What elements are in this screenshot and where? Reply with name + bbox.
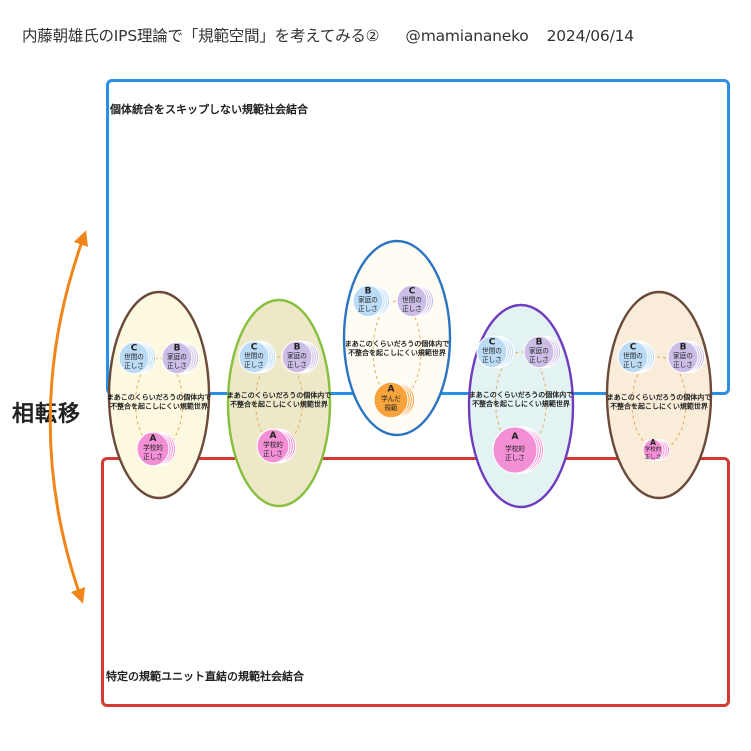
token-label: 家庭の: [673, 351, 693, 360]
token-label: 正しさ: [124, 362, 144, 370]
token-label: 家庭の: [167, 352, 187, 361]
world-caption-line-2: 不整合を起こしにくい規範世界: [610, 402, 709, 411]
token-label: 正しさ: [529, 356, 549, 364]
token-label: 世間の: [124, 352, 144, 361]
token-label: 家庭の: [358, 295, 378, 304]
phase-transition-arrow: [48, 230, 88, 604]
token-label: 学校的: [143, 443, 163, 452]
world-caption-line-2: 不整合を起こしにくい規範世界: [110, 402, 209, 411]
bottom-frame-label: 特定の規範ユニット直結の規範社会結合: [106, 670, 304, 683]
norm-world-circle: C世間の正しさB家庭の正しさA学校的正しさまあこのくらいだろうの個体内で不整合を…: [227, 298, 332, 508]
token-letter: A: [650, 438, 656, 447]
norm-link-ring: [372, 300, 422, 401]
world-caption-line-2: 不整合を起こしにくい規範世界: [348, 348, 447, 357]
token-label: 正しさ: [167, 362, 187, 370]
token-letter: A: [512, 432, 519, 442]
page-header: 内藤朝雄氏のIPS理論で「規範空間」を考えてみる② @mamiananeko 202…: [22, 24, 634, 46]
bottom-frame: [101, 457, 730, 707]
token-label: 正しさ: [287, 361, 307, 369]
token-label: 学んだ: [381, 394, 401, 403]
world-caption-line-1: まあこのくらいだろうの個体内で: [107, 393, 212, 402]
token-letter: B: [680, 343, 687, 353]
token-label: 世間の: [623, 351, 643, 360]
token-label: 正しさ: [358, 305, 378, 313]
norm-world-circle: B家庭の正しさC世間の正しさA学んだ規範まあこのくらいだろうの個体内で不整合を起…: [342, 239, 452, 437]
token-letter: C: [630, 343, 637, 353]
token-label: 世間の: [244, 351, 264, 360]
token-letter: C: [131, 344, 138, 354]
token-label: 正しさ: [673, 361, 693, 369]
token-label: 家庭の: [529, 346, 549, 355]
token-letter: A: [270, 431, 277, 441]
token-label: 家庭の: [287, 351, 307, 360]
token-label: 規範: [384, 403, 398, 412]
world-caption-line-1: まあこのくらいだろうの個体内で: [469, 390, 574, 399]
token-letter: B: [536, 338, 543, 348]
token-label: 学校的: [645, 445, 661, 453]
token-label: 世間の: [482, 346, 502, 355]
token-label: 正しさ: [645, 453, 661, 460]
norm-world-circle: C世間の正しさB家庭の正しさA学校的正しさまあこのくらいだろうの個体内で不整合を…: [467, 303, 575, 509]
top-frame-label: 個体統合をスキップしない規範社会結合: [110, 103, 308, 116]
norm-world-circle: C世間の正しさB家庭の正しさA学校的正しさまあこのくらいだろうの個体内で不整合を…: [107, 290, 212, 500]
world-caption-line-1: まあこのくらいだろうの個体内で: [227, 391, 332, 400]
norm-link-ring: [631, 356, 687, 451]
token-letter: B: [174, 344, 181, 354]
token-letter: B: [365, 287, 372, 297]
token-label: 正しさ: [482, 356, 502, 364]
world-caption-line-1: まあこのくらいだろうの個体内で: [345, 339, 450, 348]
world-caption-line-2: 不整合を起こしにくい規範世界: [230, 400, 329, 409]
page-title: 内藤朝雄氏のIPS理論で「規範空間」を考えてみる②: [22, 27, 380, 45]
publish-date: 2024/06/14: [546, 27, 635, 45]
norm-world-circle: C世間の正しさB家庭の正しさA学校的正しさまあこのくらいだろうの個体内で不整合を…: [605, 290, 713, 500]
world-caption-line-2: 不整合を起こしにくい規範世界: [472, 399, 571, 408]
token-label: 正しさ: [263, 450, 283, 458]
phase-transition-label: 相転移: [12, 402, 82, 427]
token-label: 正しさ: [623, 361, 643, 369]
token-letter: B: [294, 343, 301, 353]
token-label: 正しさ: [143, 453, 163, 461]
token-letter: C: [489, 338, 496, 348]
norm-link-ring: [495, 351, 547, 451]
token-label: 学校的: [505, 444, 525, 453]
world-caption-line-1: まあこのくらいだろうの個体内で: [607, 393, 712, 402]
author-handle: @mamiananeko: [405, 27, 529, 45]
token-label: 学校的: [263, 440, 283, 449]
token-letter: A: [388, 385, 395, 395]
token-letter: C: [251, 343, 258, 353]
token-letter: C: [409, 287, 416, 297]
token-letter: A: [150, 434, 157, 444]
token-label: 正しさ: [244, 361, 264, 369]
token-label: 正しさ: [505, 454, 525, 462]
token-label: 正しさ: [402, 305, 422, 313]
token-label: 世間の: [402, 295, 422, 304]
